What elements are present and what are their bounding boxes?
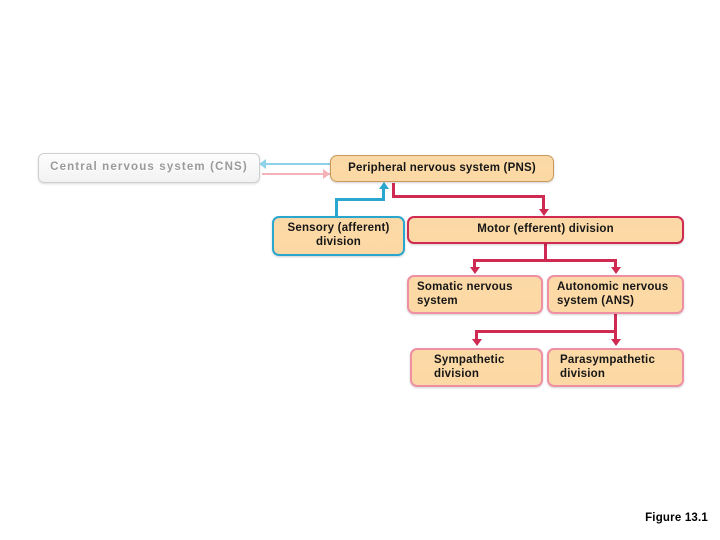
arrowhead-right-to-pns <box>323 169 330 179</box>
connector-motor-stem <box>544 244 547 261</box>
node-sensory-afferent-division[interactable]: Sensory (afferent) division <box>272 216 405 256</box>
arrowhead-down-to-somatic <box>470 267 480 274</box>
node-peripheral-nervous-system[interactable]: Peripheral nervous system (PNS) <box>330 155 554 182</box>
arrowhead-left-to-cns <box>259 159 266 169</box>
node-label-sensory: Sensory (afferent) division <box>287 222 390 248</box>
connector-autonomic-stem <box>614 314 617 332</box>
arrowhead-down-to-sympathetic <box>472 339 482 346</box>
connector-pns-to-cns <box>266 163 332 165</box>
node-somatic-nervous-system[interactable]: Somatic nervous system <box>407 275 543 314</box>
node-central-nervous-system[interactable]: Central nervous system (CNS) <box>38 153 260 183</box>
node-sympathetic-division[interactable]: Sympathetic division <box>410 348 543 387</box>
arrowhead-up-to-pns <box>379 182 389 189</box>
connector-autonomic-branch-bar <box>475 330 617 333</box>
connector-sensory-riser <box>382 188 385 201</box>
connector-sensory-vertical <box>335 200 338 218</box>
arrowhead-down-to-motor <box>539 209 549 216</box>
node-label-autonomic: Autonomic nervous system (ANS) <box>557 280 669 307</box>
connector-cns-to-pns <box>262 173 330 175</box>
node-parasympathetic-division[interactable]: Parasympathetic division <box>547 348 684 387</box>
arrowhead-down-to-autonomic <box>611 267 621 274</box>
connector-pns-motor-stub <box>392 183 395 197</box>
node-autonomic-nervous-system[interactable]: Autonomic nervous system (ANS) <box>547 275 684 314</box>
node-label-pns: Peripheral nervous system (PNS) <box>348 161 536 174</box>
node-motor-efferent-division[interactable]: Motor (efferent) division <box>407 216 684 244</box>
node-label-motor: Motor (efferent) division <box>477 223 614 236</box>
connector-motor-to-autonomic <box>614 259 617 269</box>
connector-motor-branch-bar <box>473 259 617 262</box>
node-label-somatic: Somatic nervous system <box>417 280 513 307</box>
node-label-cns: Central nervous system (CNS) <box>50 161 248 174</box>
arrowhead-down-to-parasympathetic <box>611 339 621 346</box>
connector-sensory-horizontal <box>335 198 385 201</box>
connector-pns-motor-horizontal <box>392 195 545 198</box>
figure-caption: Figure 13.1 <box>645 512 708 524</box>
connector-autonomic-to-parasympathetic <box>614 330 617 340</box>
connector-motor-to-somatic <box>473 259 476 269</box>
connector-autonomic-to-sympathetic <box>475 330 478 340</box>
node-label-parasympathetic: Parasympathetic division <box>560 353 656 380</box>
connector-pns-motor-drop <box>542 195 545 211</box>
node-label-sympathetic: Sympathetic division <box>434 353 505 380</box>
